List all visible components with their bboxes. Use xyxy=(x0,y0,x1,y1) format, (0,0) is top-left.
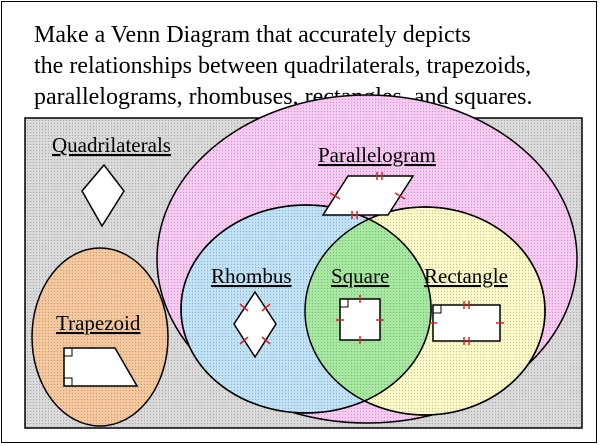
square-label: Square xyxy=(331,264,389,288)
rectangle-label: Rectangle xyxy=(424,264,508,288)
square-shape xyxy=(336,295,384,344)
prompt-line-2: the relationships between quadrilaterals… xyxy=(34,53,532,79)
trapezoid-texture xyxy=(32,248,168,426)
square-texture xyxy=(305,207,431,413)
parallelogram-shape xyxy=(321,172,415,219)
rhombus-outline xyxy=(180,204,432,414)
parallelogram-label: Parallelogram xyxy=(318,143,436,167)
trapezoid-label: Trapezoid xyxy=(56,311,141,335)
prompt-line-3: parallelograms, rhombuses, rectangles, a… xyxy=(34,84,533,110)
trapezoid-shape xyxy=(63,347,139,387)
prompt-line-1: Make a Venn Diagram that accurately depi… xyxy=(34,22,471,48)
kite-shape xyxy=(81,163,125,228)
rectangle-outline xyxy=(304,206,546,416)
rhombus-label: Rhombus xyxy=(211,264,292,288)
rectangle-shape xyxy=(429,301,504,345)
rhombus-shape xyxy=(233,290,277,359)
quadrilaterals-label: Quadrilaterals xyxy=(52,133,171,157)
prompt-text: Make a Venn Diagram that accurately depi… xyxy=(34,20,594,113)
